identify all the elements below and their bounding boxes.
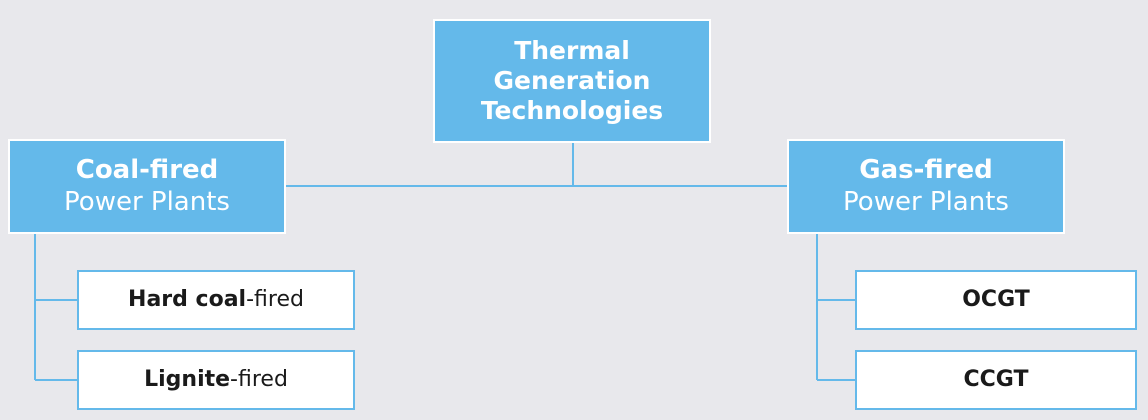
root-line-1: Thermal [514, 36, 630, 65]
category-node-coal: Coal-fired Power Plants [8, 139, 286, 234]
category-title-bold: Coal-fired [75, 155, 219, 186]
category-title-normal: Power Plants [843, 186, 1009, 217]
leaf-label: Lignite-fired [144, 367, 288, 393]
leaf-label: CCGT [964, 367, 1029, 393]
category-title-bold: Gas-fired [859, 155, 993, 186]
leaf-label-normal: -fired [230, 366, 288, 392]
leaf-label-bold: OCGT [962, 286, 1030, 312]
leaf-label-bold: Lignite [144, 366, 231, 392]
leaf-label: Hard coal-fired [128, 287, 304, 313]
leaf-label: OCGT [962, 287, 1030, 313]
root-node: Thermal Generation Technologies [433, 19, 711, 143]
leaf-node-hard-coal: Hard coal-fired [77, 270, 355, 330]
category-title-normal: Power Plants [64, 186, 230, 217]
leaf-node-ocgt: OCGT [855, 270, 1137, 330]
category-node-gas: Gas-fired Power Plants [787, 139, 1065, 234]
leaf-label-normal: -fired [246, 286, 304, 312]
leaf-node-ccgt: CCGT [855, 350, 1137, 410]
leaf-label-bold: Hard coal [128, 286, 247, 312]
root-line-3: Technologies [480, 96, 664, 125]
root-line-2: Generation [493, 66, 651, 95]
leaf-node-lignite: Lignite-fired [77, 350, 355, 410]
leaf-label-bold: CCGT [963, 366, 1029, 392]
